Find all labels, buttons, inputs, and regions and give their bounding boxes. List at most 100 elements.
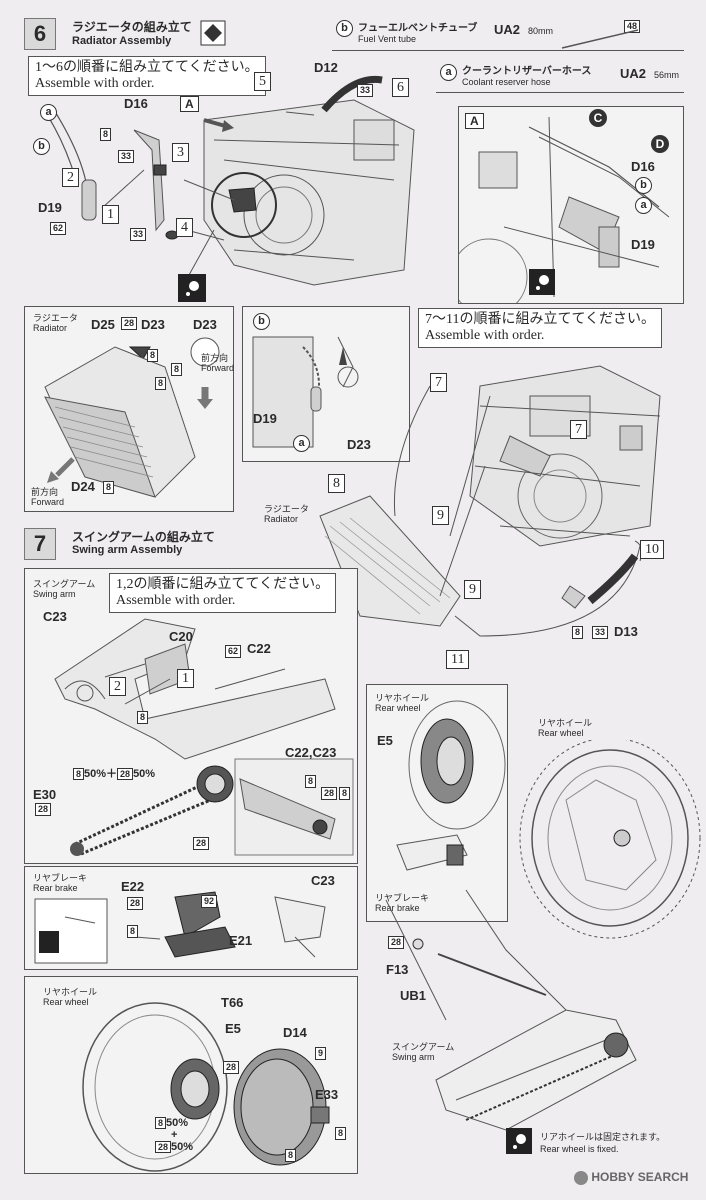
radiator-assembly-illustration (43, 75, 415, 286)
label-d16: D16 (124, 96, 148, 111)
ref-d: D (651, 135, 669, 153)
brake-tag-8: 8 (127, 925, 139, 938)
tag-33-c: 33 (130, 228, 147, 241)
step6b-rad-jp: ラジエータ (264, 504, 309, 514)
detail-view-a: A C D D16 b a D19 (458, 106, 684, 304)
step7-note-jp: 1,2の順番に組み立ててください。 (116, 577, 330, 592)
step6-title-jp: ラジエータの組み立て (72, 20, 192, 34)
step-7-b: 7 (570, 420, 587, 439)
diamond-icon (200, 20, 226, 46)
coolant-jp: クーラントリザーバーホース (462, 66, 592, 77)
warning-icon-2 (529, 269, 555, 295)
rear-brake-illustration (34, 891, 326, 964)
bdetail-d19: D19 (253, 411, 277, 426)
inset-tag-8: 8 (305, 775, 317, 788)
step7-title-en: Swing arm Assembly (72, 544, 183, 556)
fuel-vent-part: UA2 (494, 22, 521, 37)
inset-tag-28: 28 (321, 787, 338, 800)
warning-icon-3 (506, 1128, 532, 1154)
rad-d25: D25 (91, 317, 115, 332)
step7-order-note: 1,2の順番に組み立ててください。 Assemble with order. (109, 573, 337, 613)
brake-en: Rear brake (33, 883, 78, 893)
step-10: 10 (640, 540, 664, 559)
part-d19-reservoir (81, 179, 97, 221)
brake-tag-92: 92 (201, 895, 218, 908)
mix-tag-28: 28 (117, 768, 134, 780)
rw-tag-8-c: 8 (285, 1149, 297, 1162)
watermark-text: HOBBY SEARCH (591, 1170, 689, 1184)
radiator-mount-illustration (319, 365, 661, 637)
step-9-b: 9 (464, 580, 481, 599)
swing-en: Swing arm (33, 589, 76, 599)
brake-tag-28: 28 (127, 897, 144, 910)
rad-detail-en: Radiator (33, 323, 68, 333)
warning-icon (178, 274, 206, 302)
label-d19: D19 (38, 200, 62, 215)
fuel-vent-jp: フューエルベントチューブ (358, 23, 478, 34)
step6-title-en: Radiator Assembly (72, 35, 172, 47)
inset-tag-8-b: 8 (339, 787, 351, 800)
label-e21: E21 (229, 933, 253, 948)
detail-callout-circle (211, 172, 277, 238)
tag-33-b: 33 (118, 150, 135, 163)
bdetail-a: a (293, 435, 310, 452)
rwi-illustration (396, 700, 506, 871)
step-7: 7 (430, 373, 447, 392)
label-d13: D13 (614, 624, 638, 639)
step-number-6: 6 (24, 18, 56, 50)
view-a-label: A (180, 96, 199, 112)
radiator-detail-box: ラジエータ Radiator D25 28 D23 D23 8 8 8 前方向 … (24, 306, 234, 512)
coolant-en: Coolant reserver hose (462, 77, 551, 87)
d13-tag-8: 8 (572, 626, 584, 639)
fuel-vent-letter: b (336, 20, 353, 37)
step-3: 3 (172, 143, 189, 162)
rw-jp: リヤホイール (43, 987, 98, 997)
detail-a-a: a (635, 197, 652, 214)
fuel-vent-en: Fuel Vent tube (358, 34, 417, 44)
mix-tag-8: 8 (73, 768, 85, 780)
step6-note-jp: 1～6の順番に組み立ててください。 (35, 60, 259, 75)
rw-tag-9: 9 (315, 1047, 327, 1060)
final-tag-28: 28 (388, 936, 405, 949)
tag-62: 62 (50, 222, 67, 235)
step6b-note-en: Assemble with order. (425, 328, 545, 343)
step6b-order-note: 7～11の順番に組み立ててください。 Assemble with order. (418, 308, 663, 348)
fuel-vent-tube (561, 29, 639, 49)
rwi-en: Rear wheel (375, 703, 421, 713)
coolant-length: 56mm (654, 70, 680, 80)
step6-note-en: Assemble with order. (35, 76, 155, 91)
rad-d23: D23 (141, 317, 165, 332)
rw-pct2: 50% (171, 1141, 194, 1153)
final-assembly-illustration (385, 740, 701, 1131)
bdetail-b: b (253, 313, 270, 330)
swing-jp: スイングアーム (33, 579, 96, 589)
step-11: 11 (446, 650, 470, 669)
bdetail-d23: D23 (347, 437, 371, 452)
step-number-7: 7 (24, 528, 56, 560)
label-ub1: UB1 (400, 988, 427, 1003)
label-c22-c23: C22,C23 (285, 745, 337, 760)
step6b-rad-en: Radiator (264, 514, 299, 524)
step-1: 1 (102, 205, 119, 224)
mix-end: 50% (133, 768, 156, 780)
rear-wheel-illustration (82, 1002, 330, 1172)
tag-33-a: 33 (357, 84, 374, 97)
detail-a-b: b (635, 177, 652, 194)
step-5: 5 (254, 72, 271, 91)
step-4: 4 (176, 218, 193, 237)
detail-a-tag: A (465, 113, 484, 129)
coolant-part: UA2 (620, 66, 647, 81)
label-c22: C22 (247, 641, 271, 656)
hose-b-detail-box: b D19 a D23 (242, 306, 410, 462)
mix-text: 50%＋ (84, 768, 118, 780)
watermark: HOBBY SEARCH (574, 1170, 688, 1185)
label-f13: F13 (386, 962, 409, 977)
swing-arm-illustration (54, 618, 354, 856)
label-e22: E22 (121, 879, 145, 894)
label-e5: E5 (225, 1021, 241, 1036)
step-6: 6 (392, 78, 409, 97)
step7-note-en: Assemble with order. (116, 593, 236, 608)
